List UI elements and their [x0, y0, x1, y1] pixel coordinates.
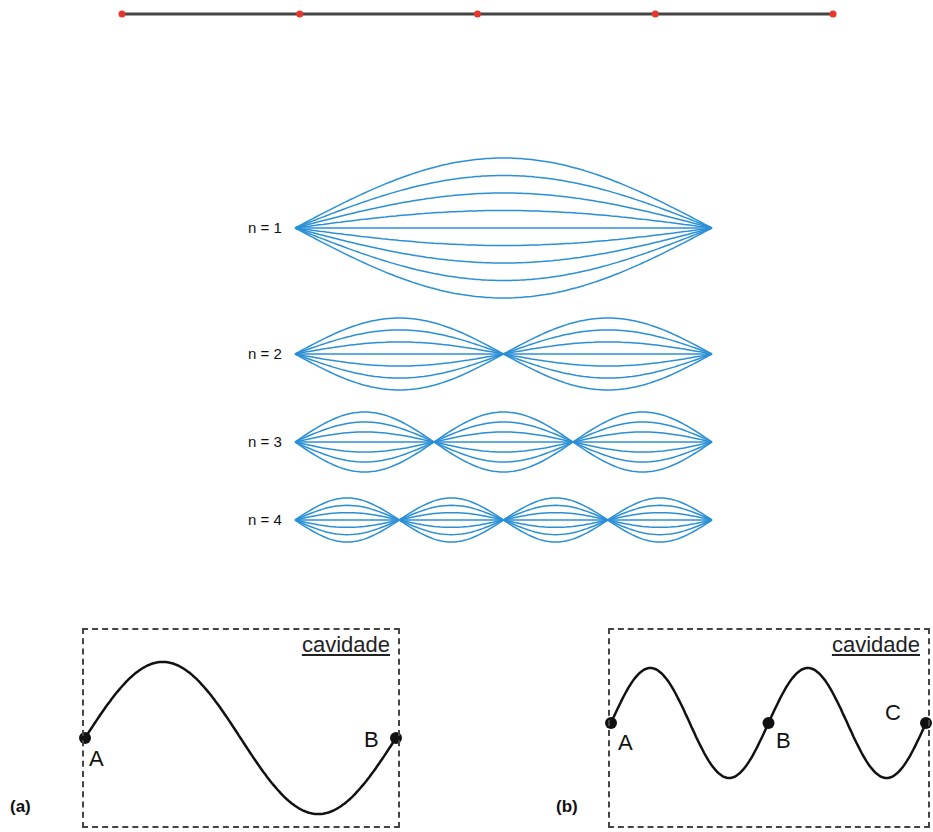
mode-curve	[295, 211, 712, 229]
cavity-waves	[85, 662, 926, 814]
mode-curve	[295, 498, 712, 542]
node-dots	[119, 11, 837, 18]
figure-label: (b)	[556, 797, 578, 817]
mode-curve	[295, 228, 712, 246]
point-label: A	[618, 730, 633, 756]
red-dot	[474, 11, 481, 18]
mode-curve	[295, 318, 712, 390]
standing-waves	[295, 158, 712, 542]
red-dot	[119, 11, 126, 18]
mode-curve	[295, 422, 712, 462]
point-dot	[763, 717, 775, 729]
point-dot	[390, 732, 402, 744]
mode-label: n = 3	[248, 433, 282, 450]
point-dot	[605, 717, 617, 729]
cavity-wave	[611, 668, 926, 778]
mode-curve	[295, 422, 712, 462]
red-dot	[830, 11, 837, 18]
mode-label: n = 1	[248, 219, 282, 236]
mode-curve	[295, 318, 712, 390]
mode-label: n = 4	[248, 511, 282, 528]
red-dot	[652, 11, 659, 18]
mode-curve	[295, 412, 712, 472]
point-dot	[920, 717, 932, 729]
mode-curve	[295, 227, 712, 229]
mode-curve	[295, 176, 712, 229]
wave-points	[79, 717, 932, 744]
point-dot	[79, 732, 91, 744]
cavity-box: cavidade	[608, 628, 930, 828]
figure-label: (a)	[10, 797, 31, 817]
mode-curve	[295, 441, 712, 443]
mode-curve	[295, 228, 712, 298]
cavity-box: cavidade	[82, 628, 400, 828]
red-dot	[296, 11, 303, 18]
cavity-wave	[85, 662, 396, 814]
point-label: B	[776, 728, 791, 754]
mode-label: n = 2	[248, 345, 282, 362]
mode-curve	[295, 228, 712, 263]
mode-curve	[295, 228, 712, 281]
cavity-label: cavidade	[832, 632, 920, 658]
mode-curve	[295, 193, 712, 228]
mode-curve	[295, 432, 712, 452]
mode-curve	[295, 498, 712, 542]
point-label: A	[89, 746, 104, 772]
cavity-label: cavidade	[302, 632, 390, 658]
point-label: C	[885, 700, 901, 726]
mode-curve	[295, 412, 712, 472]
point-label: B	[364, 727, 379, 753]
mode-curve	[295, 432, 712, 452]
mode-curve	[295, 158, 712, 228]
